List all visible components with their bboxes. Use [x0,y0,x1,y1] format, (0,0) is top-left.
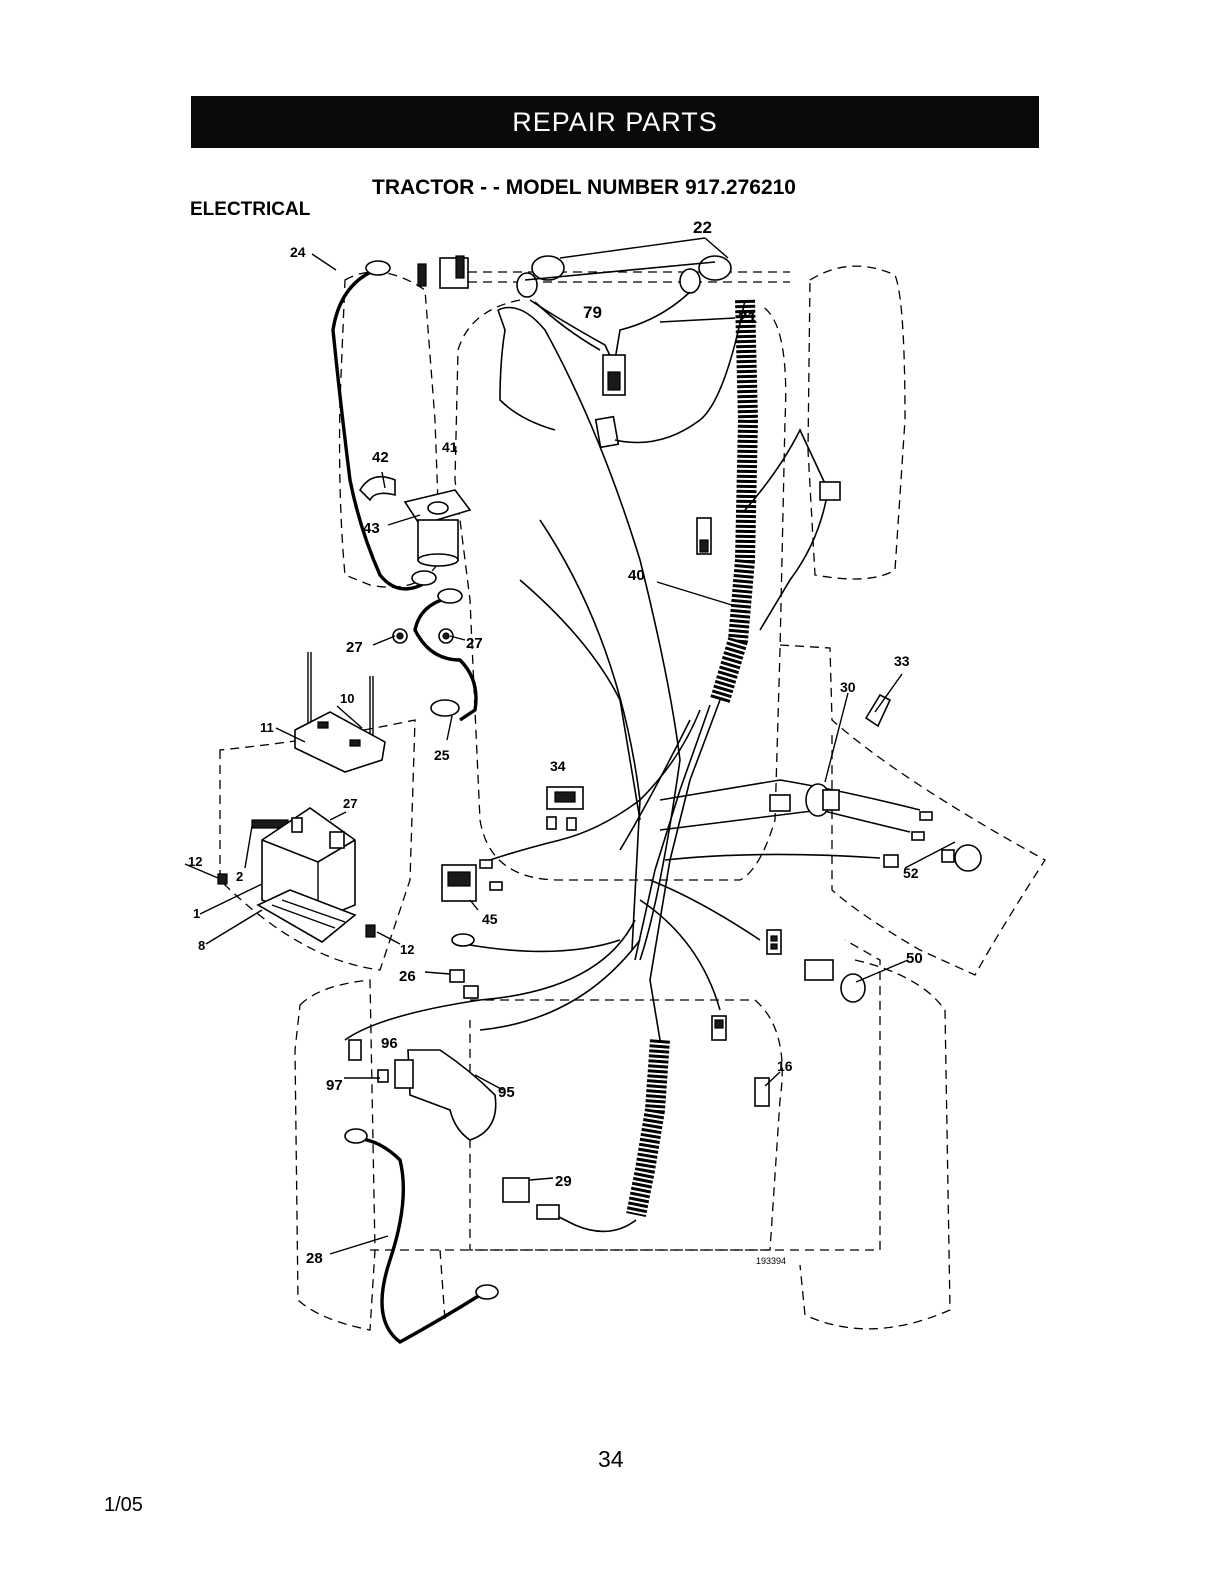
callout-1: 1 [193,906,200,921]
lower-components [349,934,559,1219]
callout-26: 26 [399,968,416,985]
callout-8: 8 [198,938,205,953]
main-harness [345,308,920,1041]
headlight-assembly [517,256,731,447]
callout-24: 24 [290,244,306,260]
switches-and-connectors [442,787,898,1106]
callout-28: 28 [306,1250,323,1267]
callout-43: 43 [363,520,380,537]
callout-41: 41 [442,439,458,455]
callout-96: 96 [381,1035,398,1052]
callout-50: 50 [906,950,923,967]
callout-10: 10 [340,691,354,706]
battery-holddown [295,652,385,772]
callout-42: 42 [372,449,389,466]
drawing-number: 193394 [756,1256,786,1266]
callout-33: 33 [894,653,910,669]
callout-45: 45 [482,911,498,927]
callout-27-right: 27 [466,635,483,652]
callout-25: 25 [434,747,450,763]
callout-79: 79 [583,303,602,322]
callout-40: 40 [628,567,645,584]
callout-22: 22 [693,218,712,237]
callout-27-battery: 27 [343,796,357,811]
callout-29: 29 [555,1173,572,1190]
harness-conduit-lower [636,1040,660,1215]
callout-21: 21 [738,308,757,327]
callout-30: 30 [840,679,856,695]
callout-11: 11 [260,720,274,735]
edition-date: 1/05 [104,1494,143,1517]
callout-16: 16 [777,1058,793,1074]
page-number: 34 [598,1446,624,1473]
callout-97: 97 [326,1077,343,1094]
callout-34: 34 [550,758,566,774]
callout-12-left: 12 [188,854,202,869]
callout-27-left: 27 [346,639,363,656]
callout-52: 52 [903,865,919,881]
callout-2: 2 [236,869,243,884]
callout-12-right: 12 [400,942,414,957]
callout-95: 95 [498,1084,515,1101]
harness-conduit-upper [720,300,748,700]
